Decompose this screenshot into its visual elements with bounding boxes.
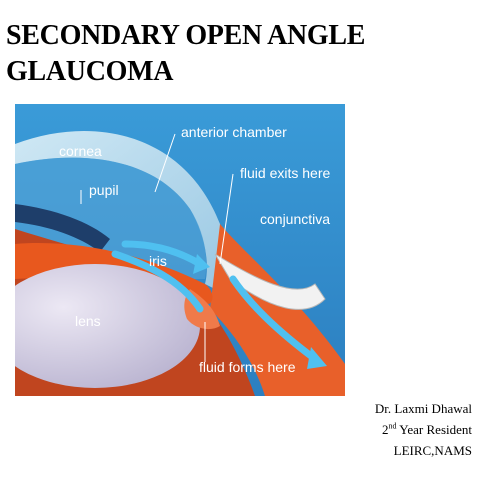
fluid-flow-arrowhead-1 [193, 254, 210, 274]
slide-title: SECONDARY OPEN ANGLE GLAUCOMA [6, 18, 476, 90]
fluid-flow-arrowhead-2 [307, 347, 327, 369]
label-lens: lens [75, 313, 101, 329]
author-name: Dr. Laxmi Dhawal [374, 401, 472, 416]
leader-fluid-exits [219, 173, 234, 265]
label-fluid-forms: fluid forms here [199, 359, 296, 375]
author-year: 2nd Year Resident [332, 419, 472, 440]
author-year-suffix: nd [388, 421, 397, 431]
label-cornea: cornea [59, 143, 102, 159]
fluid-flow-arrow-3 [229, 275, 319, 363]
label-fluid-exits: fluid exits here [240, 165, 330, 181]
label-pupil: pupil [89, 182, 119, 198]
cornea-shape [15, 130, 226, 289]
label-anterior-chamber: anterior chamber [181, 124, 287, 140]
conjunctiva-shape [214, 253, 326, 310]
pupil-shape [15, 204, 110, 252]
author-year-rest: Year Resident [396, 422, 472, 437]
fluid-flow-arrow-1 [111, 250, 204, 313]
label-iris: iris [149, 253, 167, 269]
author-year-number: 2 [382, 422, 389, 437]
author-credits: Dr. Laxmi Dhawal 2nd Year Resident LEIRC… [332, 398, 472, 461]
slide-title-line-2: GLAUCOMA [6, 56, 174, 87]
fluid-flow-arrow-2 [121, 240, 204, 268]
author-institute: LEIRC,NAMS [393, 443, 472, 458]
eye-anatomy-illustration: cornea anterior chamber pupil fluid exit… [15, 104, 345, 396]
lens-shape [15, 264, 200, 388]
slide-title-line-1: SECONDARY OPEN ANGLE [6, 20, 366, 51]
leader-anterior-chamber [154, 133, 176, 193]
label-conjunctiva: conjunctiva [260, 211, 330, 227]
